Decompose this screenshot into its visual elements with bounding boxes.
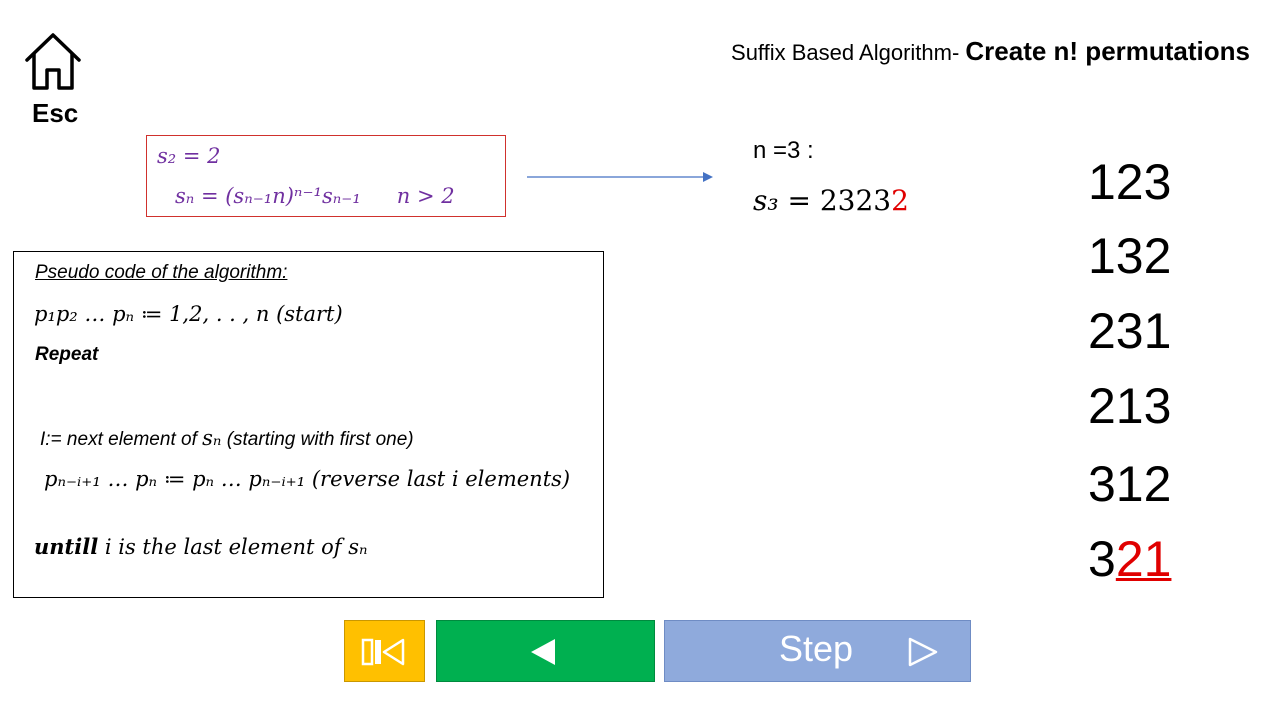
- permutation-item: 213: [1088, 378, 1172, 434]
- formula-condition: n > 2: [396, 184, 455, 208]
- pseudo-code-repeat: Repeat: [35, 344, 99, 365]
- s3-variable: s₃ =: [753, 184, 820, 217]
- permutation-item: 312: [1088, 456, 1172, 512]
- reset-button[interactable]: [344, 620, 425, 682]
- s3-current-digit: 2: [891, 184, 909, 217]
- pseudo-code-start: p₁p₂ … pₙ ≔ 1,2, . . , n (start): [34, 302, 343, 326]
- triangle-right-icon: [908, 637, 938, 667]
- title-prefix: Suffix Based Algorithm-: [731, 40, 966, 65]
- page-title: Suffix Based Algorithm- Create n! permut…: [731, 36, 1250, 67]
- formula-recurrence: sₙ = (sₙ₋₁n)ⁿ⁻¹sₙ₋₁: [175, 184, 361, 208]
- recurrence-formula-box: s₂ = 2 sₙ = (sₙ₋₁n)ⁿ⁻¹sₙ₋₁ n > 2: [146, 135, 506, 217]
- next-text: I:= next element of: [40, 429, 203, 450]
- permutation-item: 123: [1088, 154, 1172, 210]
- pseudo-code-reverse: pₙ₋ᵢ₊₁ … pₙ ≔ pₙ … pₙ₋ᵢ₊₁ (reverse last …: [44, 467, 571, 491]
- permutation-item: 231: [1088, 303, 1172, 359]
- s3-sequence: s₃ = 23232: [753, 184, 909, 217]
- pseudo-code-until: untill i is the last element of sₙ: [34, 534, 368, 559]
- pseudo-code-title: Pseudo code of the algorithm:: [35, 262, 288, 283]
- esc-label: Esc: [32, 98, 79, 128]
- title-bold: Create n! permutations: [965, 36, 1250, 66]
- triangle-left-icon: [531, 639, 555, 665]
- formula-base: s₂ = 2: [157, 144, 221, 168]
- until-keyword: untill: [34, 534, 99, 559]
- step-button[interactable]: Step: [664, 620, 971, 682]
- home-button[interactable]: Esc: [20, 28, 86, 128]
- formula-recurrence-line: sₙ = (sₙ₋₁n)ⁿ⁻¹sₙ₋₁ n > 2: [175, 184, 455, 208]
- step-label: Step: [779, 628, 854, 669]
- permutation-item-current: 321: [1088, 531, 1172, 587]
- arrow-right-icon: [527, 172, 713, 182]
- next-var: sₙ: [202, 426, 222, 450]
- home-icon: [25, 33, 81, 90]
- s3-digits: 2323: [819, 184, 892, 217]
- skip-to-start-icon: [361, 638, 405, 666]
- n-value-label: n =3 :: [753, 137, 814, 164]
- back-button[interactable]: [436, 620, 655, 682]
- pseudo-code-box: Pseudo code of the algorithm: p₁p₂ … pₙ …: [13, 251, 604, 598]
- until-rest: i is the last element of sₙ: [98, 535, 368, 559]
- permutation-item: 132: [1088, 228, 1172, 284]
- pseudo-code-next-element: I:= next element of sₙ (starting with fi…: [40, 426, 414, 451]
- next-tail: (starting with first one): [221, 429, 414, 450]
